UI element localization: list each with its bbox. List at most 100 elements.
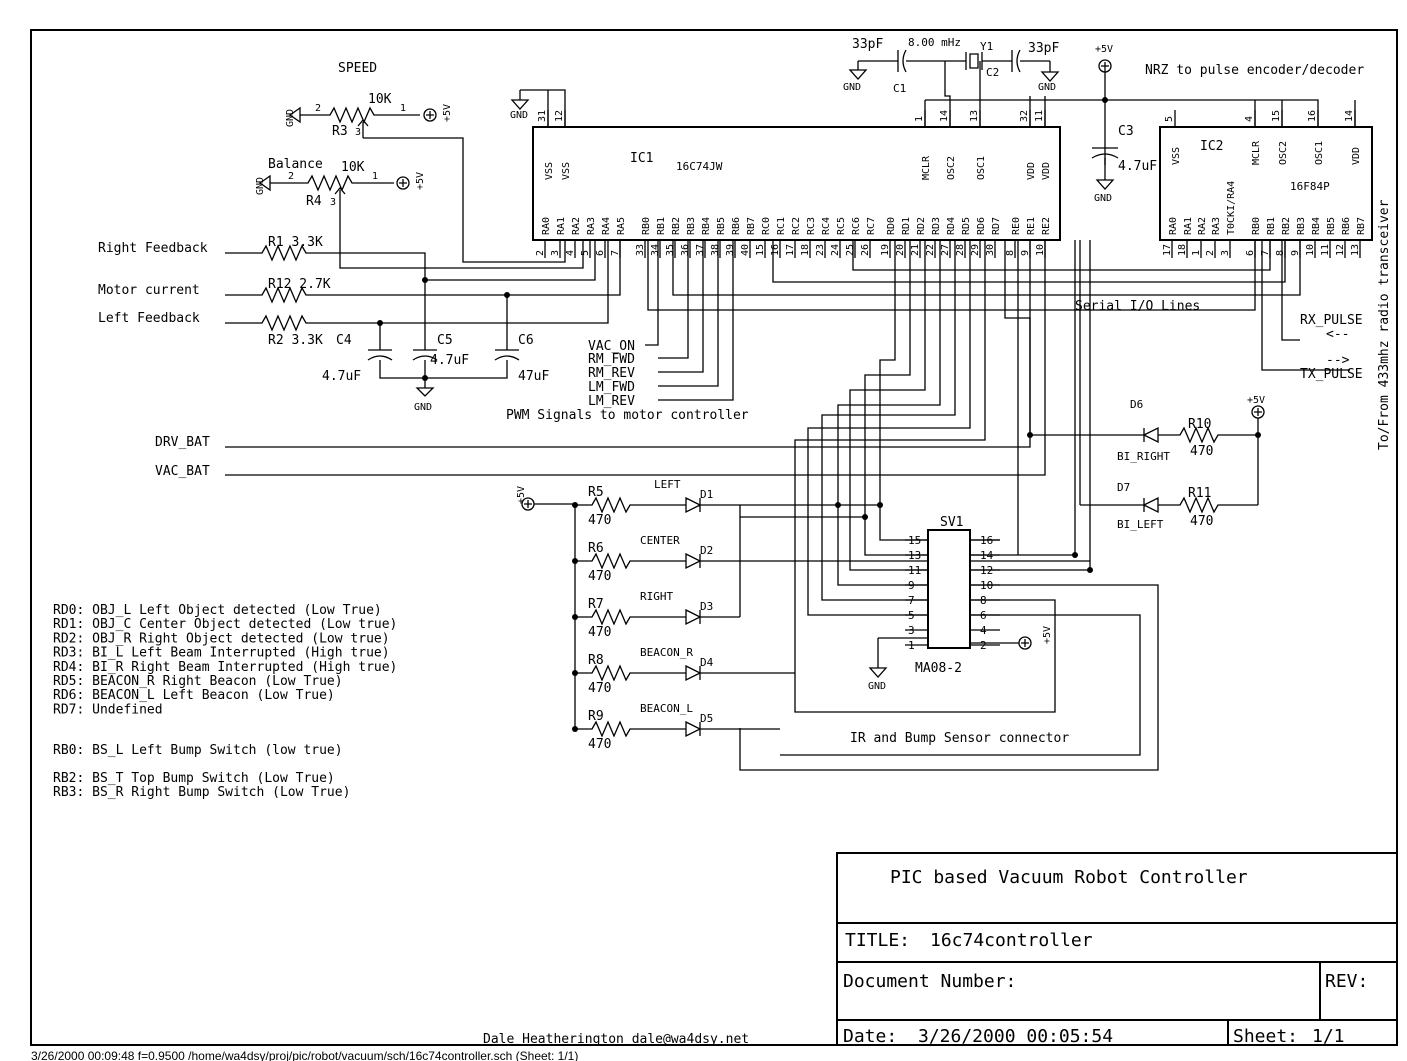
led-resistor-ref: R5 [588,485,604,500]
motor-signal-rm-rev: RM_REV [588,366,635,381]
c4-ref: C4 [336,333,352,348]
c2-capacitor [1011,49,1050,73]
ic1-bottom-pin-number: 9 [1020,250,1031,256]
c5-value: 4.7uF [430,353,469,368]
ic1-bottom-pin-number: 40 [740,244,751,256]
ic2-bottom-pin-number: 3 [1220,250,1231,256]
ic1-vss-ground: GND [510,89,566,127]
ic1-bottom-pin-label: RA0 [541,217,552,235]
ic1-part: 16C74JW [676,160,723,173]
ic2-bottom-pin-label: RB0 [1251,217,1262,235]
ic1-bottom-pin-number: 7 [610,250,621,256]
led-resistor-ref: R8 [588,653,604,668]
d7-ref: D7 [1117,481,1130,494]
title-value: 16c74controller [930,930,1093,951]
ic2-top-pin-label: OSC1 [1314,141,1325,165]
r3-wire [363,137,566,263]
file-footer: 3/26/2000 00:09:48 f=0.9500 /home/wa4dsy… [31,1049,578,1061]
motor-signal-lm-fwd: LM_FWD [588,380,635,395]
ic1-bottom-pin-label: RB4 [701,217,712,235]
ic2-top-pin-label: MCLR [1251,140,1262,165]
vcc-label: +5V [1042,626,1053,644]
led-label: RIGHT [640,590,673,603]
led-resistor-value: 470 [588,737,611,752]
ic1-bottom-pin-number: 27 [940,244,951,256]
crystal-freq: 8.00 mHz [908,36,961,49]
ic2-bottom-pin-number: 6 [1245,250,1256,256]
ic1-bottom-pin-number: 20 [895,244,906,256]
motor-signal-lm-rev: LM_REV [588,394,635,409]
ic1-bottom-pin-number: 2 [535,250,546,256]
c6-ref: C6 [518,333,534,348]
led-resistor-ref: R9 [588,709,604,724]
vcc-label: +5V [516,486,527,504]
ic1-bottom-pin-label: RA4 [601,217,612,235]
y1-crystal [960,52,1012,70]
gnd-label: GND [285,109,296,127]
ic1-top-pin-label: OSC2 [946,156,957,180]
ic1-bottom-pin-number: 5 [580,250,591,256]
feedback-inputs: Right Feedback Motor current Left Feedba… [98,235,621,413]
r4-wire [339,205,584,269]
rx-arrow: <-- [1326,327,1349,342]
ic1-bottom-pin-number: 25 [845,244,856,256]
ic1-bottom-pin-label: RC2 [791,217,802,235]
ic1-top-pin-number: 31 [537,110,548,122]
ic1-bottom-pin-label: RC3 [806,217,817,235]
ic1-bottom-pin-number: 38 [710,244,721,256]
ic2-top-pin-label: VSS [1171,147,1182,165]
ic1-top-pin-label: VSS [544,162,555,180]
ic1-top-pin-number: 1 [914,116,925,122]
ic1-ref: IC1 [630,151,653,166]
title-block-frame [836,852,1398,1046]
ic1-bottom-pin-number: 39 [725,244,736,256]
ic1-bottom-pin-number: 6 [595,250,606,256]
r3-resistor [300,106,420,124]
speed-pot: SPEED GND +5V 10K R3 2 1 3 [285,61,566,263]
vcc-icon [423,108,437,122]
status-leds: +5V R5470LEFTD1R6470CENTERD2R7470RIGHTD3… [516,478,1090,752]
motor-signal-vac-on: VAC_ON [588,339,635,354]
ic1-bottom-pin-label: RB3 [686,217,697,235]
sv1-part: MA08-2 [915,661,962,676]
ic1-bottom-pin-label: RB1 [656,217,667,235]
led-label: CENTER [640,534,680,547]
r2-label: R2 3.3K [268,333,323,348]
led-resistor-value: 470 [588,625,611,640]
ic1-bottom-pin-label: RD7 [991,217,1002,235]
serial-label: Serial I/O Lines [1075,299,1200,314]
led-resistor-value: 470 [588,513,611,528]
date-value: 3/26/2000 00:05:54 [918,1026,1113,1047]
motor-current-label: Motor current [98,283,200,298]
ic2-bottom-pin-label: RB5 [1326,217,1337,235]
r3-value: 10K [368,92,392,107]
r12-label: R12 2.7K [268,277,331,292]
led-symbol [575,720,740,738]
sheet-label: Sheet: [1233,1026,1298,1047]
ic1-bottom-pin-label: RB2 [671,217,682,235]
rd-note: RD7: Undefined [53,702,163,717]
left-feedback-label: Left Feedback [98,311,200,326]
ic2-bottom-pin-label: RB3 [1296,217,1307,235]
ic1-top-pin-number: 14 [939,110,950,122]
title-block: PIC based Vacuum Robot Controller TITLE:… [836,852,1398,1047]
ic2-bottom-pin-label: T0CKI/RA4 [1226,181,1237,235]
vcc-label: +5V [1247,395,1265,406]
ic1-bottom-pin-number: 19 [880,244,891,256]
pwm-wires [645,240,734,401]
ic2-top-pin-number: 14 [1344,110,1355,122]
gnd-label: GND [843,82,861,93]
led-label: BEACON_L [640,702,693,715]
ic2-body [1159,126,1373,241]
ic1-bottom-pin-number: 34 [650,244,661,256]
ic1-top-pin-label: VSS [561,162,572,180]
vdd-rail [925,70,1106,165]
r10-value: 470 [1190,444,1213,459]
ic2-top-pin-label: OSC2 [1278,141,1289,165]
led-resistor-ref: R7 [588,597,604,612]
ic1-bottom-pin-label: RD4 [946,217,957,235]
